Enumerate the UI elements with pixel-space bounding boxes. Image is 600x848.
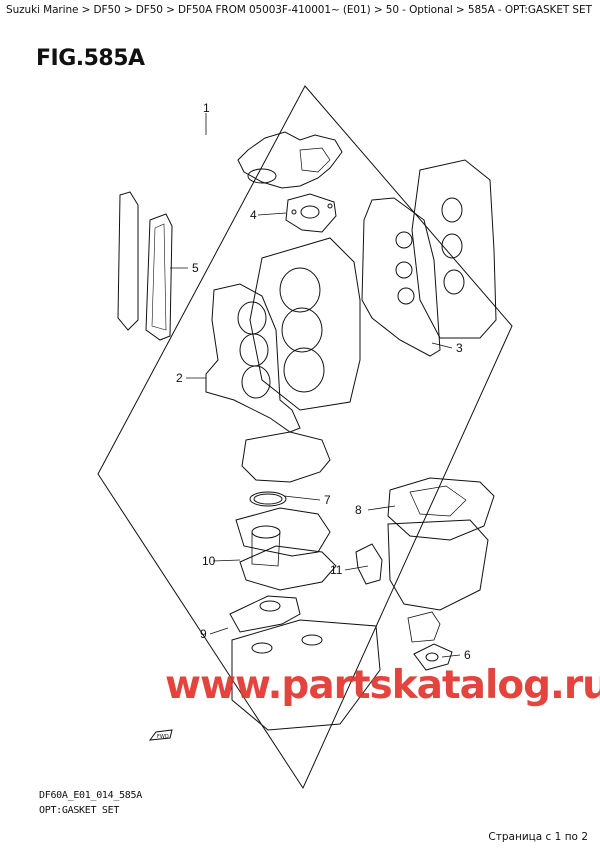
callout-10: 10 (202, 554, 216, 568)
callout-9: 9 (200, 627, 207, 641)
figure-code: DF60A_E01_014_585A (39, 790, 142, 801)
callout-4: 4 (250, 208, 257, 222)
callout-7: 7 (324, 493, 331, 507)
gasket-part-8 (387, 477, 495, 541)
breadcrumb[interactable]: Suzuki Marine > DF50 > DF50 > DF50A FROM… (6, 4, 592, 16)
figure-subtitle: OPT:GASKET SET (39, 805, 120, 816)
callout-2: 2 (176, 371, 183, 385)
gasket-part-7 (249, 491, 287, 507)
figure-title: FIG.585A (36, 46, 145, 71)
gasket-part-6 (407, 611, 453, 671)
oil-pump-case (241, 431, 331, 483)
gasket-part-3 (361, 197, 441, 357)
gasket-part-4 (285, 193, 337, 233)
callout-11: 11 (330, 563, 343, 577)
callout-5: 5 (192, 261, 199, 275)
cylinder-block (249, 237, 361, 411)
gasket-part-10 (239, 545, 337, 591)
fwd-arrow-icon: FWD (148, 729, 173, 741)
callout-6: 6 (464, 648, 471, 662)
callout-8: 8 (355, 503, 362, 517)
gasket-part-9 (229, 595, 301, 633)
lower-case (231, 619, 381, 731)
oil-pan (387, 519, 489, 611)
gasket-part-5 (117, 191, 173, 341)
gasket-part-11 (355, 543, 383, 585)
callout-3: 3 (456, 341, 463, 355)
fwd-label: FWD (157, 734, 169, 740)
page-indicator: Страница с 1 по 2 (488, 831, 588, 843)
exhaust-adaptor (235, 507, 331, 567)
exhaust-cover (237, 131, 343, 189)
cylinder-head-cover (411, 159, 497, 339)
watermark: www.partskatalog.ru (165, 663, 600, 708)
gasket-set-frame (97, 85, 513, 790)
callout-1: 1 (203, 101, 210, 115)
